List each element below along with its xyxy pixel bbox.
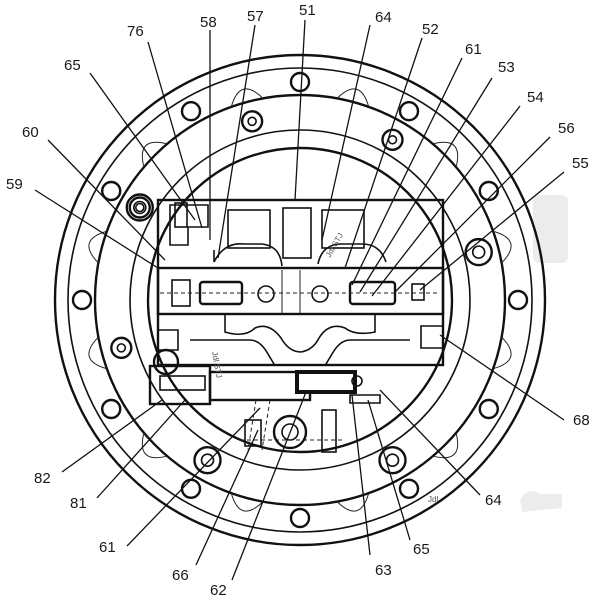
leader-line-59 bbox=[34, 189, 159, 269]
bolt-head bbox=[240, 110, 264, 133]
leader-line-64 bbox=[321, 24, 371, 241]
valve-block bbox=[156, 198, 445, 367]
callout-label-59: 59 bbox=[6, 176, 23, 193]
leader-line-62 bbox=[231, 391, 307, 581]
bolt-hole bbox=[478, 180, 499, 202]
bolt-head-inner bbox=[134, 202, 145, 213]
leader-line-68 bbox=[439, 334, 565, 421]
callout-label-63: 63 bbox=[375, 562, 392, 579]
bolt-head bbox=[125, 193, 154, 222]
bolt-head-inner bbox=[247, 116, 257, 127]
callout-label-76: 76 bbox=[127, 23, 144, 40]
lower-valve-section bbox=[148, 348, 381, 453]
leader-line-82 bbox=[61, 399, 163, 473]
bolt-head-inner bbox=[387, 134, 398, 145]
leader-line-57 bbox=[217, 24, 256, 259]
leader-line-60 bbox=[47, 139, 166, 261]
leader-line-54 bbox=[371, 105, 521, 297]
callout-label-58: 58 bbox=[200, 14, 217, 31]
bolt-hole bbox=[180, 478, 202, 499]
callout-label-65: 65 bbox=[413, 541, 430, 558]
callout-label-52: 52 bbox=[422, 21, 439, 38]
leader-line-81 bbox=[96, 399, 186, 499]
leader-line-65 bbox=[89, 72, 196, 221]
flange-lobe bbox=[230, 493, 264, 512]
callout-group: 76 58 57 51 64 52 61 53 54 56 55 65 60 59 68 82 81 61 66 62… bbox=[6, 2, 590, 599]
flange-lobe bbox=[230, 88, 264, 107]
callout-label-54: 54 bbox=[527, 89, 544, 106]
leader-line-64 bbox=[379, 389, 481, 496]
bolt-head bbox=[381, 128, 404, 151]
flange-lobe bbox=[141, 432, 168, 459]
bolt-head bbox=[128, 196, 151, 219]
callout-label-61: 61 bbox=[465, 41, 482, 58]
bolt-hole bbox=[180, 101, 202, 122]
callout-label-65: 65 bbox=[64, 57, 81, 74]
leader-line-52 bbox=[344, 37, 423, 269]
bolt-head-inner bbox=[385, 453, 400, 468]
callout-label-82: 82 bbox=[34, 470, 51, 487]
bolt-head-inner bbox=[132, 200, 147, 215]
callout-label-56: 56 bbox=[558, 120, 575, 137]
bolt-hole bbox=[101, 398, 122, 420]
bolt-head-inner bbox=[200, 453, 215, 468]
flange-lobe bbox=[88, 336, 107, 370]
bolt-head-inner bbox=[471, 245, 486, 259]
flange-lobe bbox=[336, 88, 370, 107]
bolt-hole bbox=[289, 71, 311, 93]
watermark-text: Jdl bbox=[428, 495, 438, 504]
leader-line-55 bbox=[419, 171, 565, 291]
flange-lobe bbox=[336, 493, 370, 512]
outer-bolt-holes bbox=[71, 71, 529, 529]
callout-label-57: 57 bbox=[247, 8, 264, 25]
flange-lobe bbox=[493, 230, 512, 264]
callout-label-66: 66 bbox=[172, 567, 189, 584]
bolt-hole bbox=[289, 507, 311, 529]
callout-label-55: 55 bbox=[572, 155, 589, 172]
watermark-text: Jdl STJ bbox=[324, 231, 345, 259]
leader-line-51 bbox=[294, 19, 306, 201]
flange-lobe bbox=[493, 336, 512, 370]
leader-line-61 bbox=[126, 407, 261, 547]
bolt-head bbox=[464, 237, 493, 267]
flange-lobe bbox=[432, 432, 459, 459]
callout-label-81: 81 bbox=[70, 495, 87, 512]
callout-label-53: 53 bbox=[498, 59, 515, 76]
bolt-hole bbox=[101, 180, 122, 202]
bolt-hole bbox=[398, 478, 420, 499]
callout-label-68: 68 bbox=[573, 412, 590, 429]
callout-label-64: 64 bbox=[485, 492, 502, 509]
leader-line-61 bbox=[351, 57, 463, 286]
leader-line-53 bbox=[359, 77, 493, 293]
bolt-hole bbox=[71, 289, 93, 311]
callout-label-62: 62 bbox=[210, 582, 227, 599]
bolt-head-inner bbox=[116, 343, 127, 353]
callout-label-60: 60 bbox=[22, 124, 39, 141]
flange-lobe bbox=[432, 141, 459, 168]
leader-line-56 bbox=[394, 136, 551, 293]
leader-line-76 bbox=[147, 41, 203, 229]
callout-label-51: 51 bbox=[299, 2, 316, 19]
bolt-hole bbox=[398, 101, 420, 122]
smudge-bottom bbox=[520, 491, 562, 512]
outer-housing bbox=[53, 53, 547, 547]
bolt-hole bbox=[478, 398, 499, 420]
leader-line-63 bbox=[351, 394, 371, 556]
callout-label-64: 64 bbox=[375, 9, 392, 26]
smudge-right bbox=[533, 195, 568, 263]
bolt-head bbox=[378, 446, 407, 475]
leader-line-66 bbox=[195, 429, 259, 566]
leader-line-65 bbox=[367, 399, 411, 541]
callout-label-61: 61 bbox=[99, 539, 116, 556]
bolt-head bbox=[110, 336, 133, 360]
bolt-head bbox=[193, 446, 222, 475]
flange-lobe bbox=[141, 141, 168, 168]
bolt-hole bbox=[507, 289, 529, 311]
